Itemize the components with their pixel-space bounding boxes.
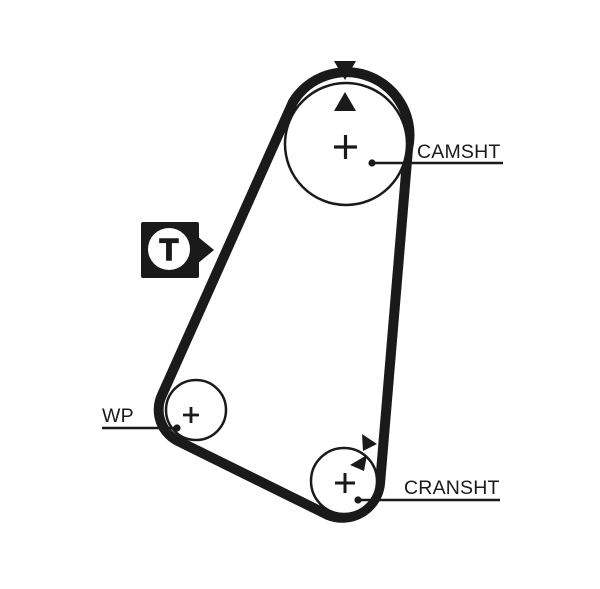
crankshaft-center-mark [335,473,355,493]
cam-timing-mark-up-icon [334,92,356,111]
camshaft-center-mark [334,135,357,159]
water-pump-leader-dot [173,424,181,432]
tensioner-badge-circle [148,228,190,270]
camshaft-label: CAMSHT [417,141,501,163]
tensioner-arrow-icon [197,236,214,264]
cam-timing-mark-down-icon [334,61,356,80]
water-pump-center-mark [183,407,199,423]
crank-timing-mark-inner-icon [350,455,367,471]
tensioner-label: T [160,232,179,267]
water-pump-pulley [164,378,228,442]
crankshaft-label: CRANSHT [404,477,500,499]
water-pump-label: WP [102,405,134,427]
crank-timing-mark-outer-icon [362,434,377,451]
camshaft-leader-dot [368,159,376,167]
crankshaft-leader-dot [354,496,362,504]
tensioner-badge: T [141,222,214,278]
